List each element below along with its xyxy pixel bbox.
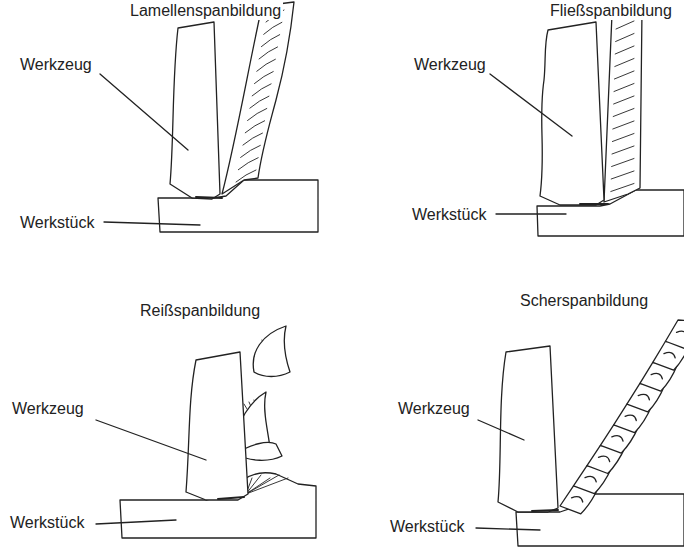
shear-chip-panel (476, 320, 684, 546)
chip-texture (238, 158, 258, 170)
chip-texture (585, 476, 596, 481)
part-label: Werkstück (18, 214, 96, 232)
chip-texture (254, 72, 273, 84)
chip-segment (665, 320, 684, 349)
tool (498, 346, 558, 512)
chip-texture (616, 34, 634, 42)
chip-texture (612, 146, 634, 154)
chip-texture (651, 373, 662, 378)
part-label: Werkstück (410, 206, 488, 224)
chip-texture (572, 497, 583, 502)
flow-chip-panel (490, 10, 684, 236)
chip-texture (246, 475, 279, 494)
chip-texture (615, 46, 634, 54)
chip-texture (611, 171, 634, 179)
chip-texture (625, 415, 636, 420)
chip-texture (612, 436, 623, 441)
lamellar-chip-panel (100, 2, 318, 232)
chip-texture (250, 96, 269, 108)
leader-line (96, 520, 176, 524)
chip-texture (616, 21, 634, 29)
panel-title: Reißspanbildung (138, 302, 262, 320)
part-label: Werkzeug (18, 56, 94, 74)
leader-line (96, 420, 206, 460)
leader-line (496, 213, 566, 214)
chip-texture (664, 352, 675, 357)
chip (604, 10, 642, 202)
leader-line (490, 74, 572, 136)
leader-line (478, 420, 524, 440)
leader-line (104, 222, 200, 225)
chip-texture (241, 145, 261, 157)
tool (170, 22, 220, 199)
chip-texture (614, 71, 634, 79)
part-label: Werkstück (388, 518, 466, 536)
tool (540, 22, 604, 205)
part-label: Werkzeug (412, 56, 488, 74)
chip-texture (612, 134, 634, 142)
part-label: Werkzeug (396, 400, 472, 418)
chip-texture (677, 331, 684, 336)
panel-title: Scherspanbildung (518, 292, 650, 310)
chip-texture (257, 59, 276, 71)
chip-texture (615, 59, 634, 67)
tool (186, 352, 248, 500)
chip-texture (638, 394, 649, 399)
chip-texture (612, 159, 634, 167)
tear-chip-panel (96, 326, 316, 538)
chip-texture (245, 121, 264, 133)
chip-texture (252, 84, 271, 96)
part-label: Werkstück (8, 514, 86, 532)
chip-texture (246, 478, 288, 494)
chip-fragment (253, 326, 290, 377)
chip-texture (613, 109, 634, 117)
chip-texture (261, 35, 279, 47)
chip-texture (611, 184, 634, 192)
chip-texture (259, 47, 277, 59)
panel-title: Fließspanbildung (548, 2, 674, 20)
leader-line (100, 74, 188, 150)
part-label: Werkzeug (10, 400, 86, 418)
chip-texture (243, 133, 263, 145)
chip-texture (236, 170, 256, 182)
panel-title: Lamellenspanbildung (128, 2, 283, 20)
chip-texture (614, 84, 634, 92)
leader-line (476, 528, 540, 530)
chip-texture (614, 96, 634, 104)
chip (222, 2, 294, 194)
chip-texture (613, 121, 634, 129)
chip-texture (598, 456, 609, 461)
chip-texture (264, 22, 282, 34)
chip-texture (248, 108, 267, 120)
